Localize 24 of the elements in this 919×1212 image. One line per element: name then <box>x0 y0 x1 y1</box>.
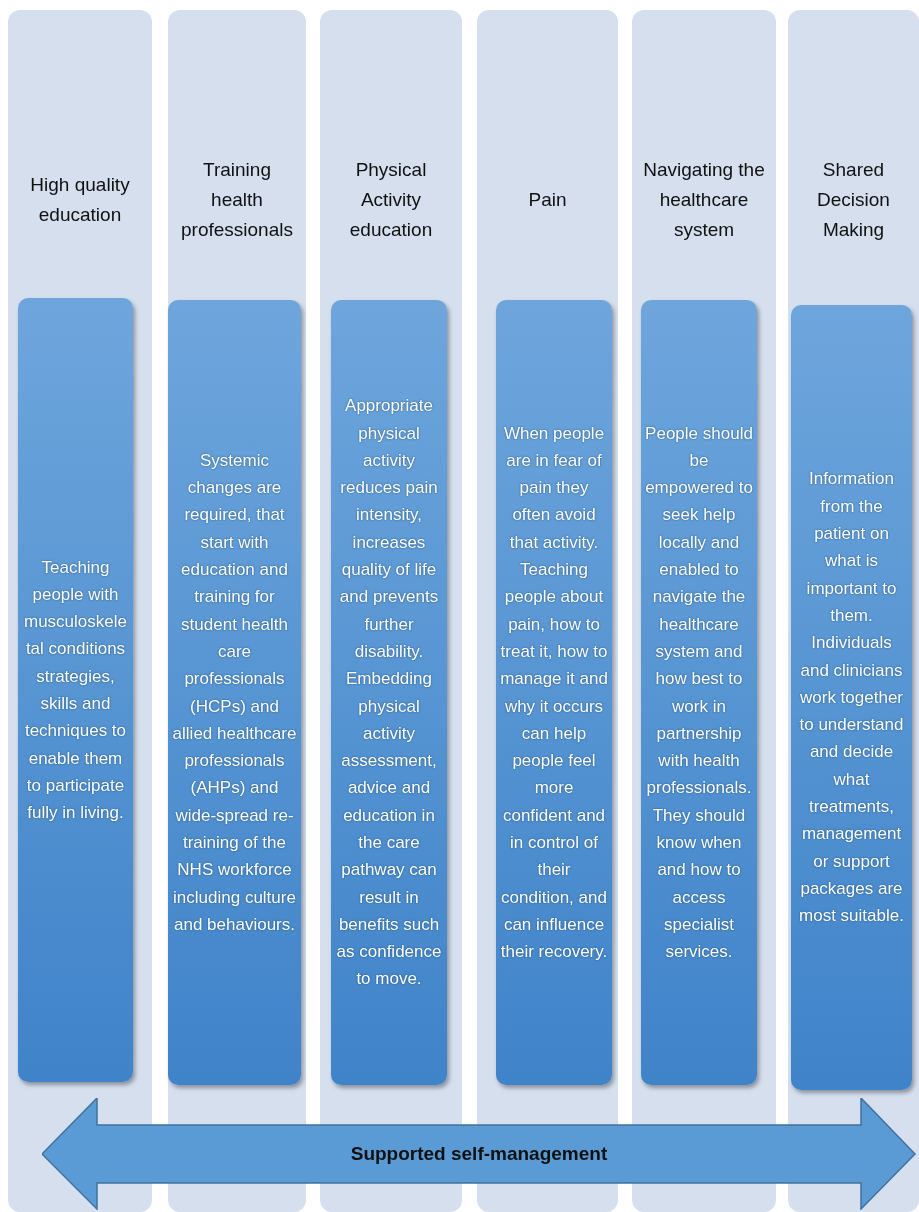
card-text: Information from the patient on what is important to them. Individuals and clinicians work together to understand and decide what treatments, management or support packages are most suitable. <box>798 468 905 928</box>
card-text: Appropriate physical activity reduces pain intensity, increases quality of life and prevents further disability. Embedding physical activity assessment, advice and education in the care pathway can result in benefits such as confidence to move. <box>335 395 443 991</box>
card-text: People should be empowered to seek help locally and enabled to navigate the healthcare system and how best to work in partnership with health professionals. They should know when and how to access specialist services. <box>644 422 754 964</box>
content-card <box>168 300 301 1085</box>
card-text: Systemic changes are required, that start with education and training for student health care professionals (HCPs) and allied healthcare professionals (AHPs) and wide-spread re-training of the NHS workforce including culture and behaviours. <box>171 449 298 936</box>
card-text: Teaching people with musculoskeletal conditions strategies, skills and techniques to enable them to participate fully in living. <box>23 556 128 825</box>
column-heading: Training health professionals <box>180 158 294 242</box>
column-heading: Physical Activity education <box>348 158 434 242</box>
arrow-label: Supported self-management <box>349 1142 609 1166</box>
content-card <box>496 300 612 1085</box>
card-text: When people are in fear of pain they often avoid that activity. Teaching people about pain, how to treat it, how to manage it and why it occurs can help people feel more confident and in control of their condition, and can influence their recovery. <box>499 422 609 964</box>
content-card <box>791 305 912 1090</box>
column-heading: Shared Decision Making <box>816 158 891 242</box>
column-band <box>632 10 776 1212</box>
content-card <box>331 300 447 1085</box>
column-band <box>168 10 306 1212</box>
column-band <box>8 10 152 1212</box>
content-card <box>641 300 757 1085</box>
content-card <box>18 298 133 1082</box>
column-heading: Pain <box>528 188 567 212</box>
column-band <box>788 10 919 1212</box>
column-heading: Navigating the healthcare system <box>643 158 765 242</box>
column-heading: High quality education <box>29 173 131 227</box>
double-arrow <box>42 1098 916 1210</box>
